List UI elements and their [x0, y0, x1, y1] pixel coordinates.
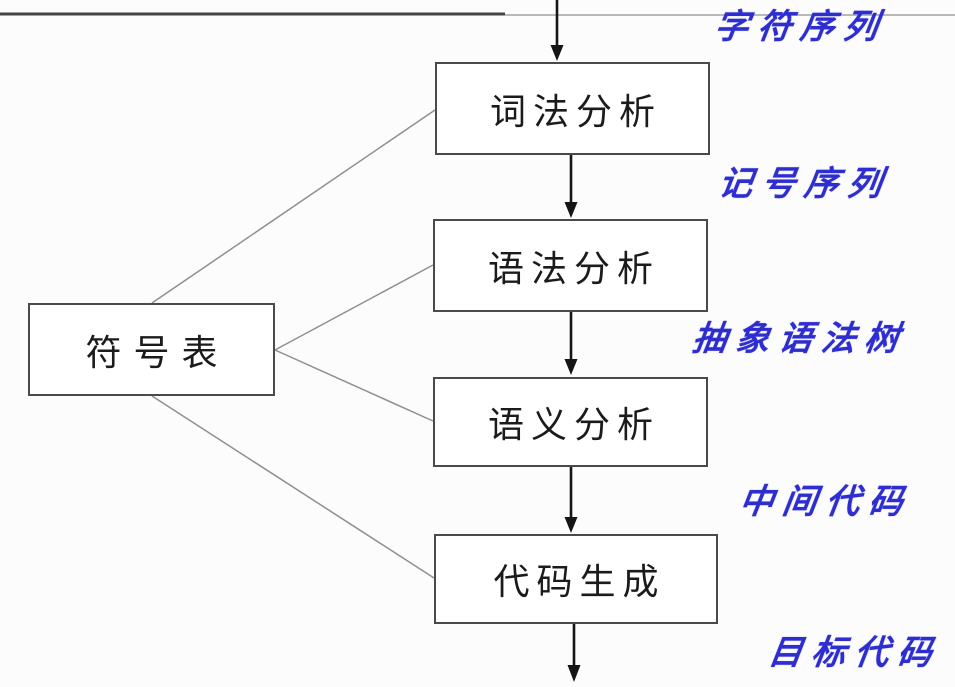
connector-symtab-lexical	[151, 109, 436, 304]
flow-arrow-input-to-lexical	[550, 0, 564, 61]
connector-symtab-semantic	[274, 349, 434, 422]
flow-arrow-semantic-to-codegen	[564, 467, 578, 533]
stage-label-intermediate-code: 中间代码	[737, 484, 915, 521]
node-symbol-table: 符号表	[28, 303, 275, 396]
node-lexical-analysis: 词法分析	[435, 62, 710, 155]
flow-arrow-syntax-to-semantic	[564, 312, 578, 375]
flow-arrow-lexical-to-syntax	[564, 155, 578, 218]
node-code-generation: 代码生成	[434, 534, 718, 624]
flow-arrow-codegen-to-output	[567, 624, 581, 682]
node-code-generation-label: 代码生成	[493, 562, 666, 602]
connector-symtab-syntax	[274, 264, 434, 351]
node-semantic-analysis-label: 语义分析	[487, 405, 660, 445]
stage-label-abstract-syntax-tree: 抽象语法树	[690, 321, 911, 358]
node-symbol-table-label: 符号表	[85, 332, 230, 373]
stage-label-token-sequence: 记号序列	[716, 166, 894, 203]
node-semantic-analysis: 语义分析	[433, 377, 708, 467]
node-syntax-analysis: 语法分析	[433, 219, 708, 312]
node-syntax-analysis-label: 语法分析	[487, 248, 660, 289]
connector-symtab-codegen	[151, 395, 435, 579]
stage-label-character-sequence: 字符序列	[712, 9, 890, 46]
stage-label-target-code: 目标代码	[766, 635, 944, 672]
node-lexical-analysis-label: 词法分析	[489, 91, 662, 132]
